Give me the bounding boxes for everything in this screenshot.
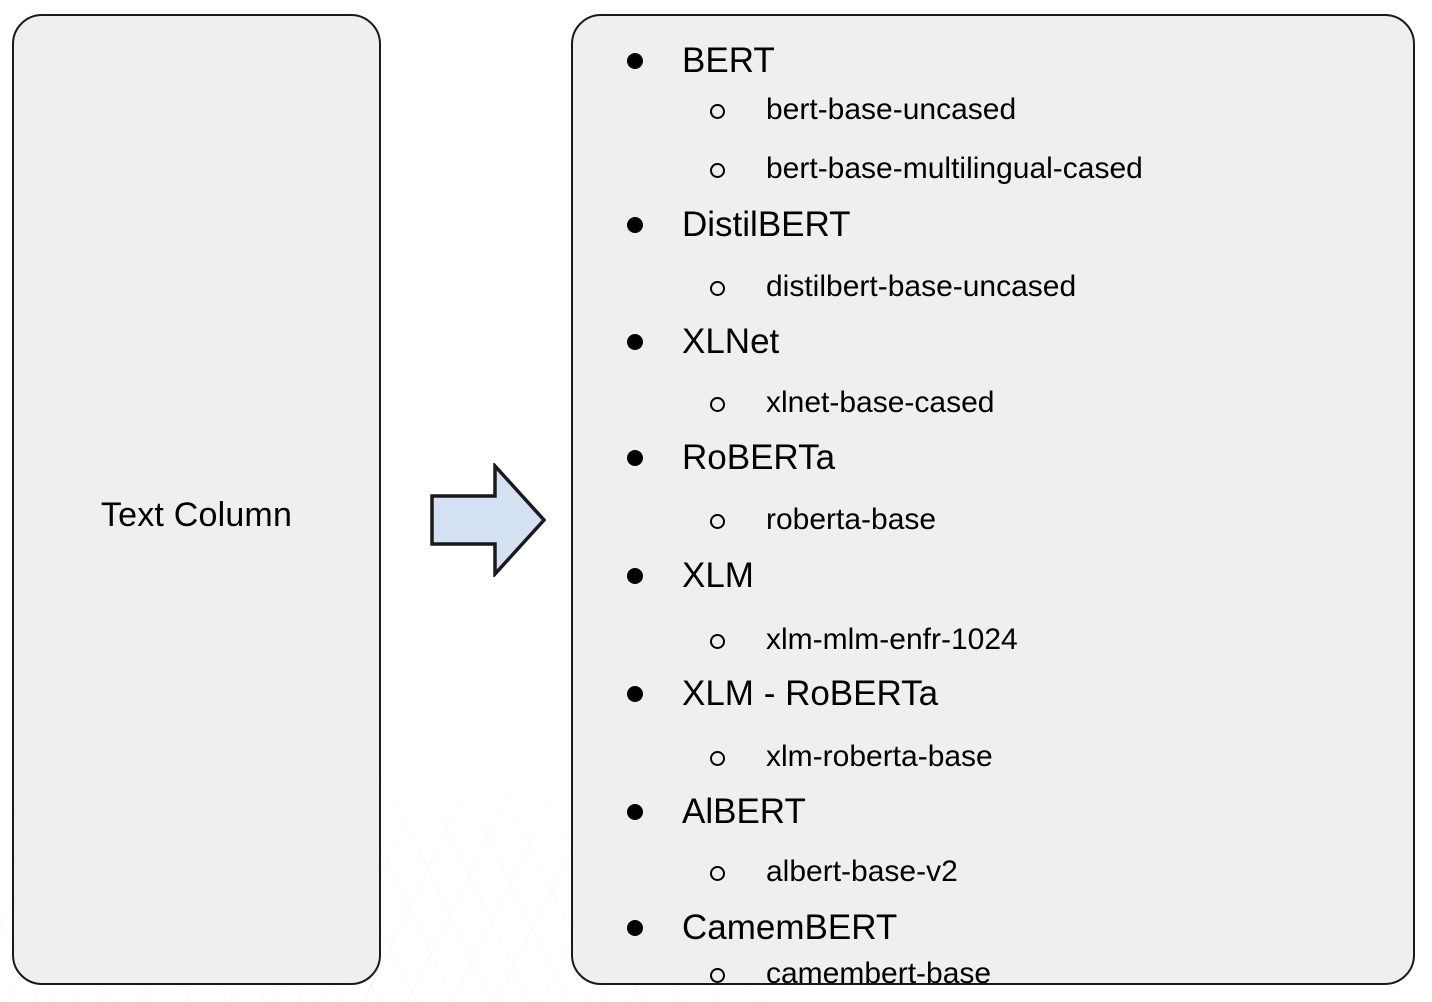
filled-bullet-icon bbox=[627, 217, 643, 233]
model-family-label: XLM bbox=[682, 556, 754, 595]
filled-bullet-icon bbox=[627, 334, 643, 350]
model-checkpoint-label: xlm-roberta-base bbox=[766, 740, 993, 773]
model-family-label: XLM - RoBERTa bbox=[682, 674, 939, 713]
text-column-label: Text Column bbox=[100, 496, 293, 534]
filled-bullet-icon bbox=[627, 804, 643, 820]
model-family-label: DistilBERT bbox=[682, 205, 851, 244]
hollow-bullet-icon bbox=[710, 281, 725, 296]
filled-bullet-icon bbox=[627, 686, 643, 702]
text-column-panel: Text Column bbox=[12, 14, 381, 985]
model-family-label: CamemBERT bbox=[682, 908, 898, 947]
model-family-label: AlBERT bbox=[682, 792, 806, 831]
hollow-bullet-icon bbox=[710, 514, 725, 529]
hollow-bullet-icon bbox=[710, 866, 725, 881]
hollow-bullet-icon bbox=[710, 751, 725, 766]
model-checkpoint-label: distilbert-base-uncased bbox=[766, 270, 1077, 303]
model-checkpoint-label: albert-base-v2 bbox=[766, 855, 958, 888]
right-block-arrow-icon bbox=[429, 461, 547, 579]
hollow-bullet-icon bbox=[710, 163, 725, 178]
model-checkpoint-label: roberta-base bbox=[766, 503, 937, 536]
model-checkpoint-label: xlnet-base-cased bbox=[766, 386, 995, 419]
model-family-label: XLNet bbox=[682, 322, 780, 361]
model-checkpoint-label: bert-base-uncased bbox=[766, 93, 1017, 126]
model-checkpoint-label: bert-base-multilingual-cased bbox=[766, 152, 1143, 185]
model-family-label: RoBERTa bbox=[682, 438, 836, 477]
hollow-bullet-icon bbox=[710, 397, 725, 412]
hollow-bullet-icon bbox=[710, 968, 725, 983]
hollow-bullet-icon bbox=[710, 634, 725, 649]
models-panel: BERT bert-base-uncased bert-base-multiling… bbox=[571, 14, 1415, 985]
filled-bullet-icon bbox=[627, 568, 643, 584]
model-family-label: BERT bbox=[682, 41, 775, 80]
model-list: BERT bert-base-uncased bert-base-multiling… bbox=[573, 16, 1413, 983]
hollow-bullet-icon bbox=[710, 104, 725, 119]
model-checkpoint-label: camembert-base bbox=[766, 957, 992, 985]
arrow-shape bbox=[430, 461, 547, 579]
right-block-arrow-svg bbox=[430, 461, 547, 579]
filled-bullet-icon bbox=[627, 450, 643, 466]
filled-bullet-icon bbox=[627, 53, 643, 69]
model-checkpoint-label: xlm-mlm-enfr-1024 bbox=[766, 623, 1018, 656]
filled-bullet-icon bbox=[627, 920, 643, 936]
